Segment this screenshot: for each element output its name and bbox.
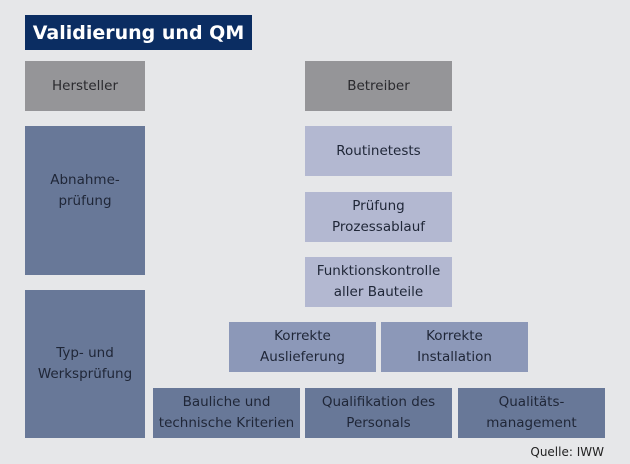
box-bauliche-kriterien: Bauliche und technische Kriterien <box>153 388 300 438</box>
header-hersteller: Hersteller <box>25 61 145 111</box>
box-funktionskontrolle: Funktionskontrolle aller Bauteile <box>305 257 452 307</box>
box-korrekte-installation: Korrekte Installation <box>381 322 528 372</box>
box-korrekte-auslieferung: Korrekte Auslieferung <box>229 322 376 372</box>
source-label: Quelle: IWW <box>530 445 604 459</box>
box-qualifikation-personal: Qualifikation des Personals <box>305 388 452 438</box>
diagram-title: Validierung und QM <box>25 15 252 50</box>
box-pruefung-prozessablauf: Prüfung Prozessablauf <box>305 192 452 242</box>
header-betreiber: Betreiber <box>305 61 452 111</box>
box-qualitaetsmanagement: Qualitäts- management <box>458 388 605 438</box>
box-typ-werkspruefung: Typ- und Werksprüfung <box>25 290 145 438</box>
box-abnahmepruefung: Abnahme- prüfung <box>25 126 145 275</box>
box-routinetests: Routinetests <box>305 126 452 176</box>
